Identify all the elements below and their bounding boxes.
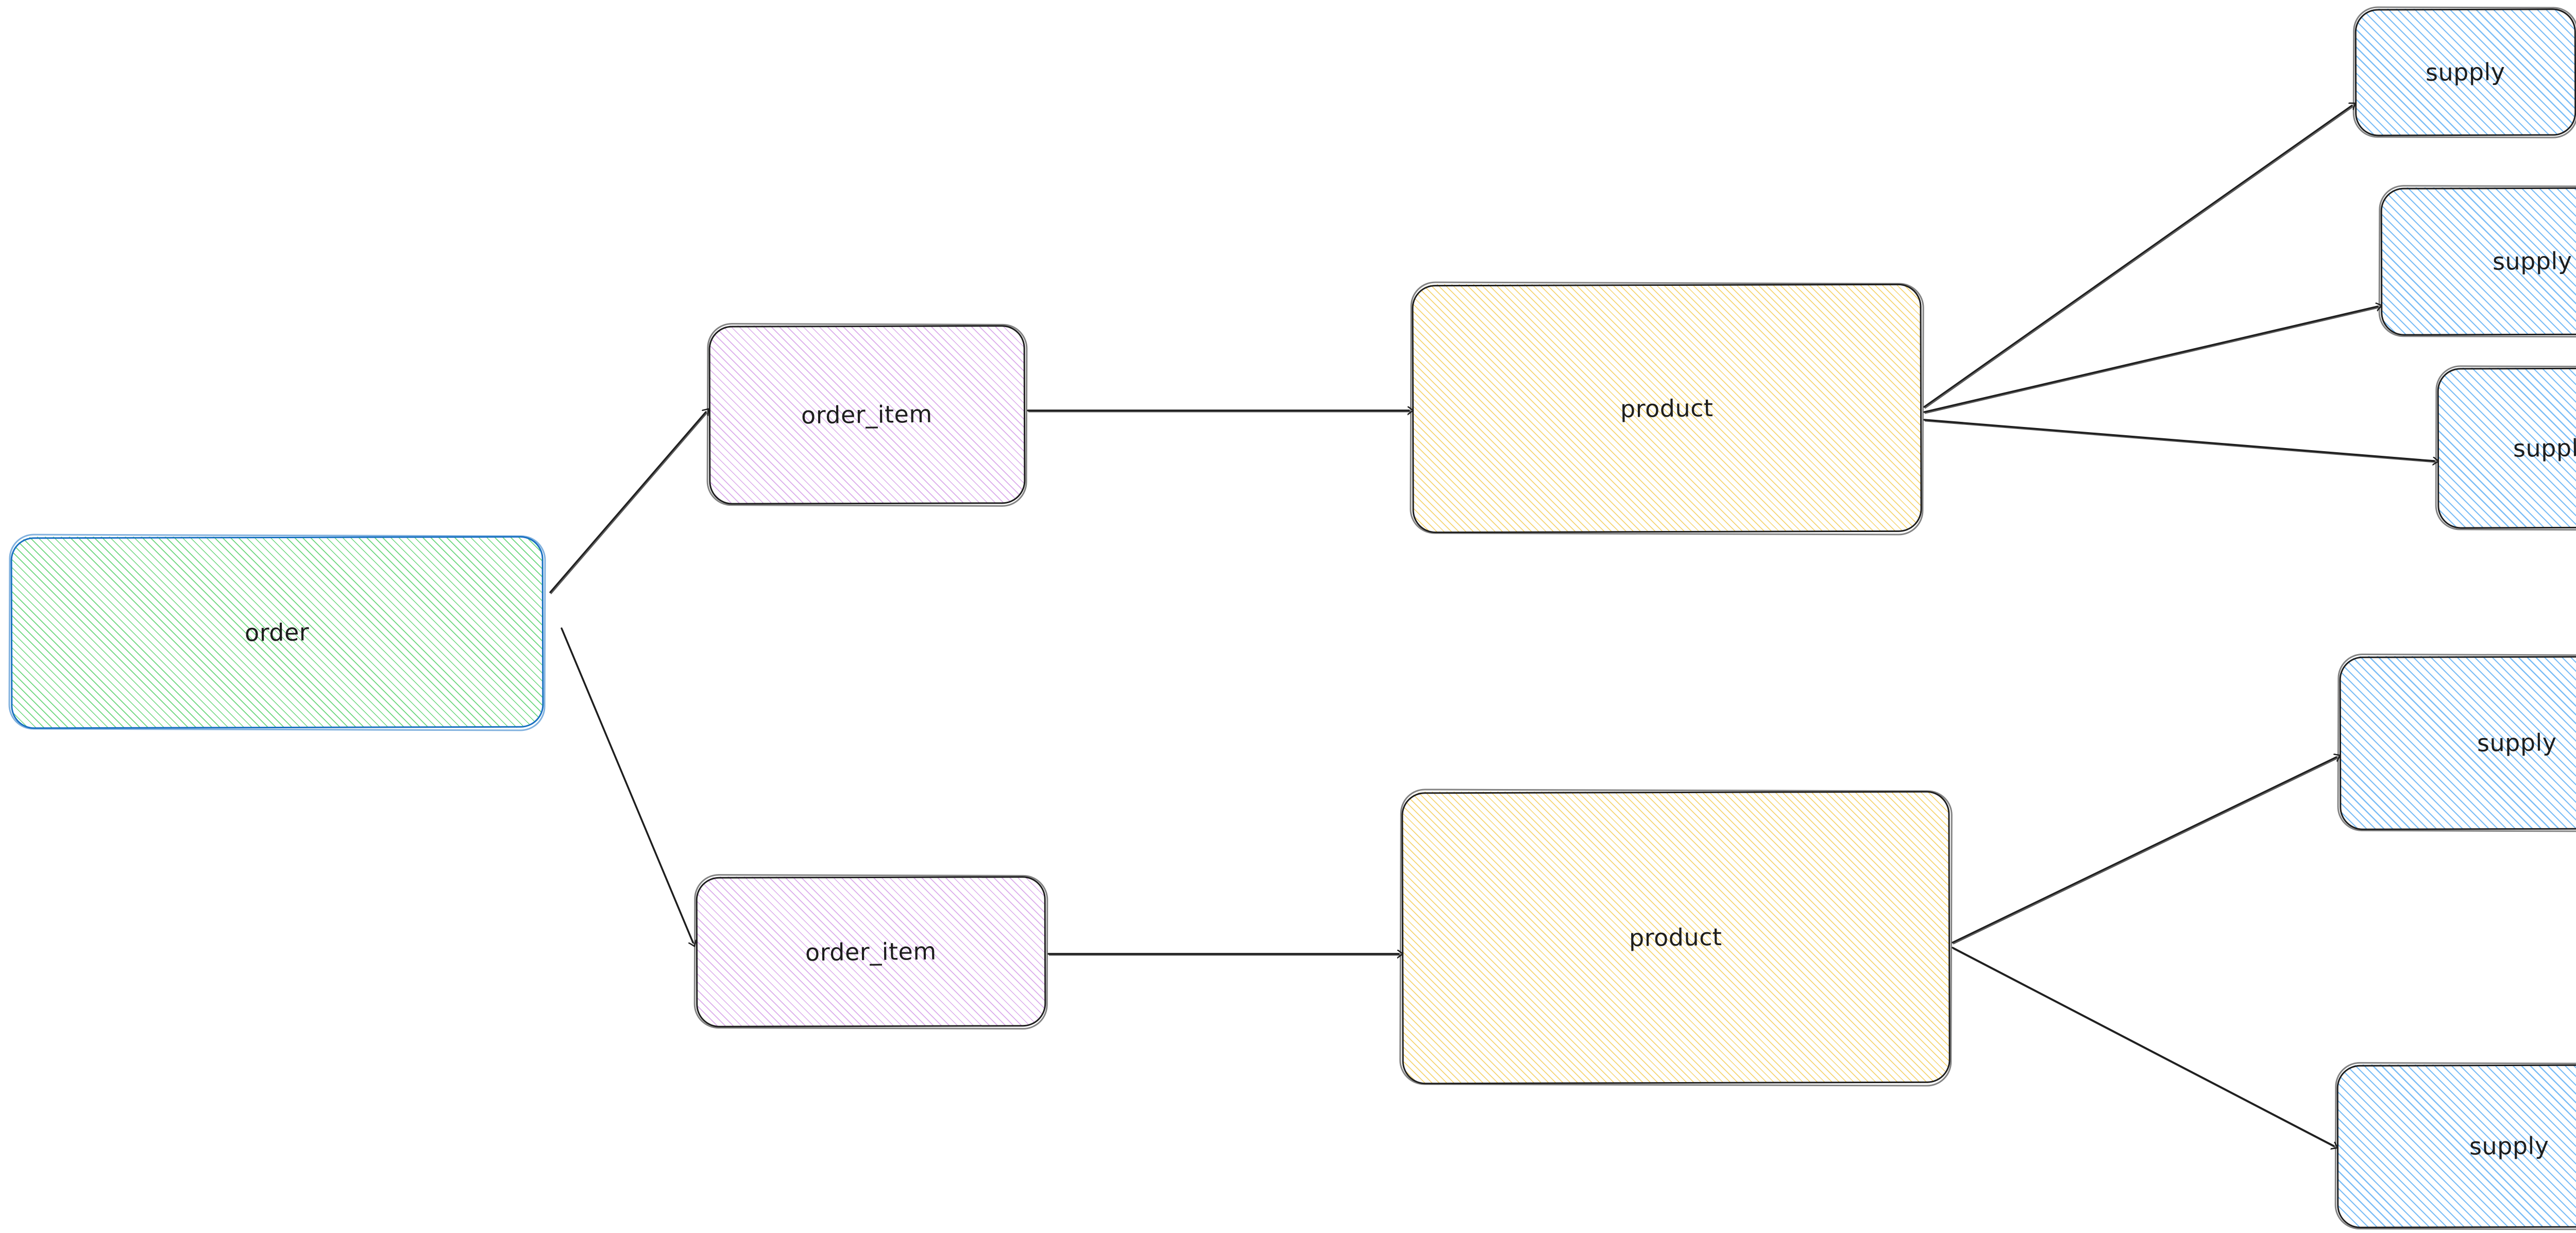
edge-e8-understroke — [1953, 758, 2338, 945]
node-label-order: order — [244, 618, 310, 647]
node-product_2[interactable]: product — [1401, 791, 1950, 1084]
node-fill-hatch — [11, 537, 543, 728]
node-fill-hatch — [709, 326, 1024, 504]
edge-e7-understroke — [1924, 420, 2436, 463]
node-fill-hatch — [2355, 9, 2575, 135]
node-label-order_item_2: order_item — [805, 937, 937, 966]
edge-e1-order-to-order_item_1[interactable] — [549, 412, 706, 593]
edge-e1-understroke — [550, 413, 707, 594]
node-label-order_item_1: order_item — [801, 400, 933, 430]
edge-e9-product_2-to-supply_5[interactable] — [1952, 947, 2334, 1146]
node-supply_4[interactable]: supply — [2339, 655, 2576, 830]
node-label-supply_3: supply — [2513, 433, 2576, 463]
node-order[interactable]: order — [10, 536, 544, 729]
node-supply_5[interactable]: supply — [2336, 1064, 2576, 1228]
node-fill-hatch — [1413, 284, 1921, 532]
node-supply_1[interactable]: supply — [2354, 8, 2576, 136]
node-label-product_2: product — [1629, 923, 1722, 952]
node-label-supply_2: supply — [2492, 247, 2572, 276]
node-fill-hatch — [1402, 792, 1949, 1083]
edge-e5-product_1-to-supply_1[interactable] — [1923, 106, 2352, 408]
edge-e6-product_1-to-supply_2[interactable] — [1923, 306, 2378, 413]
edge-e2-order-to-order_item_2[interactable] — [561, 627, 693, 943]
node-fill-hatch — [2337, 1065, 2576, 1227]
node-fill-hatch — [2381, 187, 2576, 335]
edge-e5-understroke — [1924, 106, 2353, 409]
node-fill-hatch — [2340, 656, 2576, 829]
edge-e6-understroke — [1924, 307, 2379, 414]
node-supply_3[interactable]: supply — [2437, 367, 2576, 529]
node-label-supply_5: supply — [2469, 1132, 2549, 1160]
node-supply_2[interactable]: supply — [2380, 186, 2576, 336]
edge-e2-understroke — [562, 629, 694, 945]
node-product_1[interactable]: product — [1412, 283, 1922, 533]
node-fill-hatch — [697, 877, 1045, 1026]
edge-e7-product_1-to-supply_3[interactable] — [1923, 419, 2434, 461]
node-order_item_1[interactable]: order_item — [708, 324, 1025, 505]
node-label-supply_4: supply — [2477, 728, 2557, 757]
node-label-supply_1: supply — [2425, 58, 2505, 87]
edge-e8-product_2-to-supply_4[interactable] — [1952, 757, 2336, 944]
edge-e9-understroke — [1953, 948, 2335, 1148]
node-label-product_1: product — [1620, 393, 1714, 423]
node-order_item_2[interactable]: order_item — [696, 876, 1046, 1028]
node-fill-hatch — [2438, 368, 2576, 528]
